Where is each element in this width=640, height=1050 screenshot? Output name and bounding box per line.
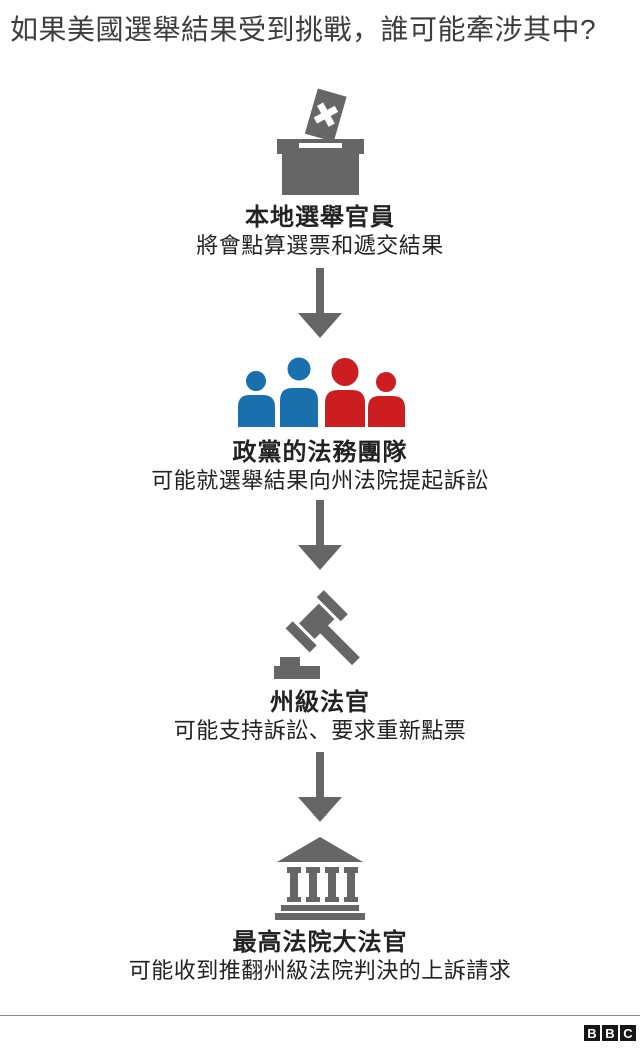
- bbc-logo-letter: B: [602, 1025, 618, 1041]
- page-title: 如果美國選舉結果受到挑戰，誰可能牽涉其中?: [10, 14, 597, 45]
- step-3-description: 可能支持訴訟、要求重新點票: [173, 718, 467, 743]
- step-2-icon-wrap: [0, 356, 640, 428]
- step-1-heading: 本地選舉官員: [245, 204, 395, 231]
- footer-divider: [0, 1015, 640, 1016]
- gavel-icon: [273, 590, 360, 679]
- step-3-heading: 州級法官: [270, 689, 370, 716]
- courthouse-icon: [275, 837, 365, 920]
- step-4-description: 可能收到推翻州級法院判決的上訴請求: [128, 958, 512, 983]
- arrow-down-icon: [0, 752, 640, 822]
- step-2-heading: 政黨的法務團隊: [232, 439, 408, 466]
- bbc-logo-letter: C: [620, 1025, 636, 1041]
- step-1-description: 將會點算選票和遞交結果: [196, 233, 444, 258]
- ballot-box-icon: [276, 88, 364, 195]
- arrow-down-icon: [0, 268, 640, 338]
- party-legal-teams-icon: [235, 356, 407, 428]
- bbc-logo: B B C: [584, 1025, 636, 1041]
- arrow-down-icon: [0, 500, 640, 570]
- step-4-heading: 最高法院大法官: [232, 929, 408, 956]
- step-4-icon-wrap: [0, 836, 640, 920]
- bbc-logo-letter: B: [584, 1025, 600, 1041]
- step-1-icon-wrap: [0, 88, 640, 195]
- step-3-icon-wrap: [0, 580, 640, 680]
- step-2-description: 可能就選舉結果向州法院提起訴訟: [151, 468, 489, 493]
